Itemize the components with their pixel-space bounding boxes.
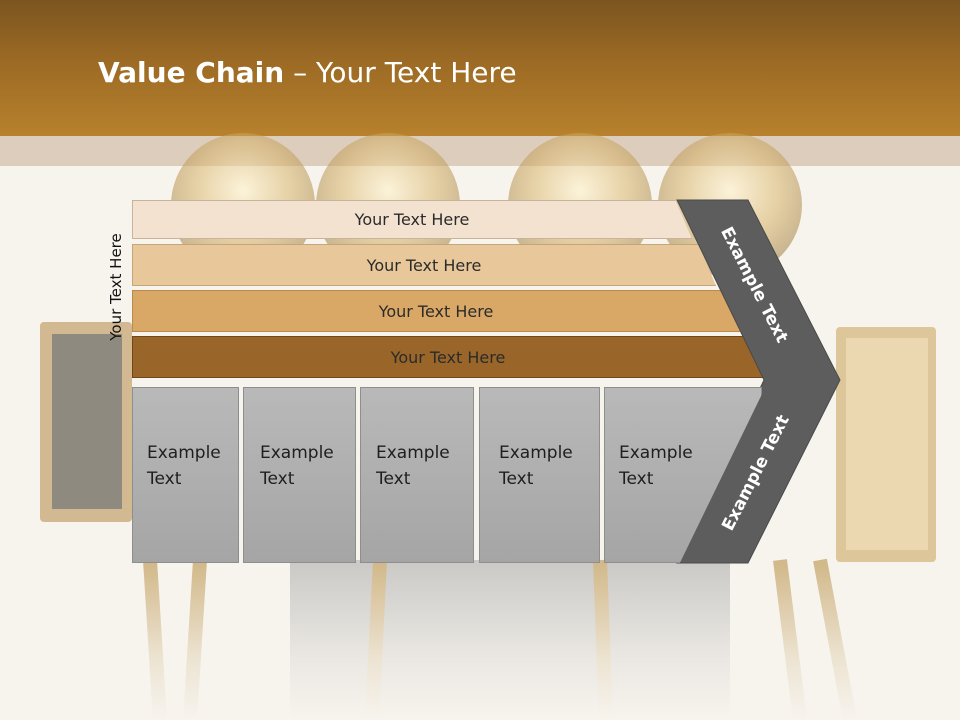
value-band-4: Your Text Here [132,336,764,378]
chevron-shape [676,199,841,564]
laptop-left-screen [52,334,122,509]
value-band-3-label: Your Text Here [378,301,494,321]
activity-box-1-line2: Text [147,469,182,489]
header-band [0,136,960,166]
value-band-3: Your Text Here [132,290,740,332]
activity-box-3: Example Text [360,387,474,563]
activity-box-1-line1: Example [147,443,221,463]
activity-box-2-line1: Example [260,443,334,463]
activity-box-4-line1: Example [499,443,573,463]
value-band-1: Your Text Here [132,200,692,239]
value-band-1-label: Your Text Here [354,210,470,229]
activity-box-4: Example Text [479,387,600,563]
activity-box-4-line2: Text [499,469,534,489]
slide-title: Value Chain – Your Text Here [98,56,517,89]
activity-box-3-line2: Text [376,469,411,489]
activity-box-5-line2: Text [619,469,654,489]
header-bar [0,0,960,136]
value-band-2-label: Your Text Here [366,255,482,275]
activity-box-2-line2: Text [260,469,295,489]
activity-box-1: Example Text [132,387,239,563]
laptop-right-screen [846,338,928,550]
activity-box-5-line1: Example [619,443,693,463]
title-bold: Value Chain [98,56,285,89]
value-band-2: Your Text Here [132,244,716,286]
activity-box-2: Example Text [243,387,356,563]
activity-box-3-line1: Example [376,443,450,463]
title-rest: – Your Text Here [284,56,517,89]
value-band-4-label: Your Text Here [390,347,506,367]
